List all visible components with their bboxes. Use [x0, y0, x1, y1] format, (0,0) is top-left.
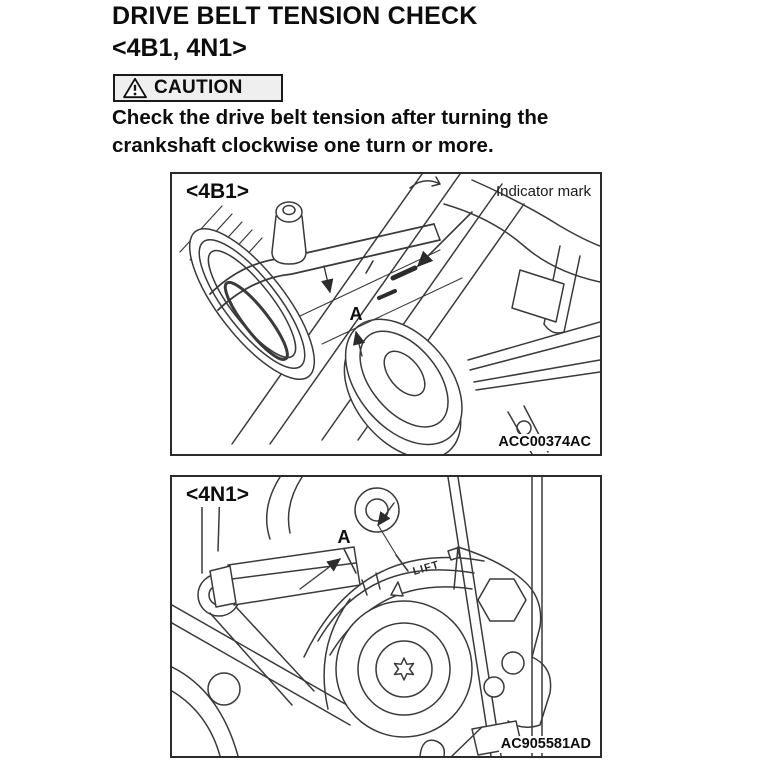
belt-diagram-4n1-drawing: A LIFT: [172, 477, 552, 756]
indicator-mark-callout: Indicator mark: [495, 183, 591, 200]
figure-code-4b1: ACC00374AC: [496, 434, 593, 451]
figure-code-4n1: AC905581AD: [498, 736, 593, 753]
warning-triangle-icon: [123, 77, 147, 99]
engine-label-4b1: <4B1>: [183, 180, 253, 204]
caution-label: CAUTION: [154, 77, 243, 98]
figure-4b1: A <4B1> Indicator mark ACC00374AC: [170, 172, 602, 456]
belt-diagram-4b1-drawing: A: [179, 174, 600, 454]
page-title: DRIVE BELT TENSION CHECK: [112, 2, 478, 30]
caution-note-line1: Check the drive belt tension after turni…: [112, 106, 549, 129]
figure-4n1: A LIFT <4N1> AC905581AD: [170, 475, 602, 758]
page-subtitle: <4B1, 4N1>: [112, 34, 247, 62]
engine-label-4n1: <4N1>: [183, 483, 253, 507]
lift-scale-label: LIFT: [412, 559, 441, 578]
caution-note: Check the drive belt tension after turni…: [112, 104, 672, 160]
dimension-a-label-4n1: A: [338, 527, 351, 547]
caution-note-line2: crankshaft clockwise one turn or more.: [112, 134, 494, 157]
caution-box: CAUTION: [113, 74, 283, 102]
dimension-a-label-4b1: A: [350, 304, 363, 324]
